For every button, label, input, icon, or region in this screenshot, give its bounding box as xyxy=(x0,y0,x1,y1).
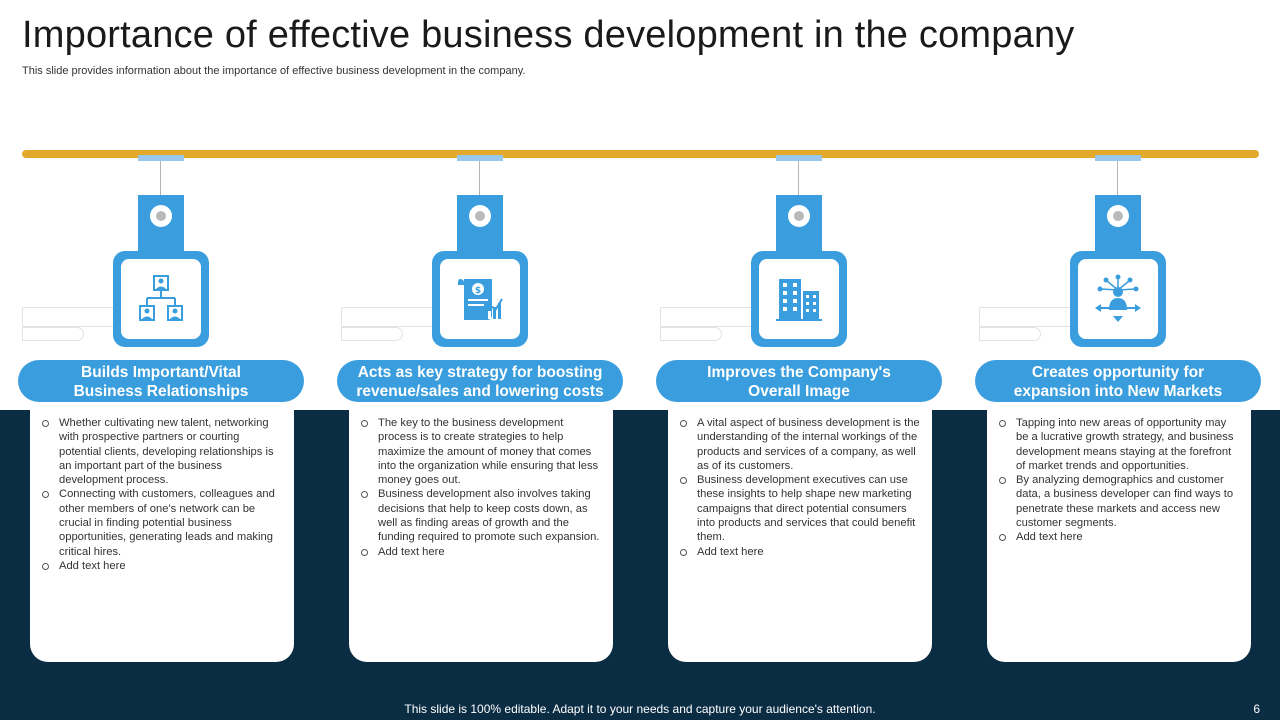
hang-tag xyxy=(1095,195,1141,257)
hanger-string xyxy=(160,161,161,215)
bullet-item: Add text here xyxy=(361,545,601,559)
bullet-item: Business development also involves takin… xyxy=(361,487,601,544)
tag-hole xyxy=(788,205,810,227)
hanger-tab xyxy=(138,155,184,161)
content-card: Whether cultivating new talent, networki… xyxy=(30,380,294,662)
bullet-item: A vital aspect of business development i… xyxy=(680,416,920,473)
tag-hole xyxy=(150,205,172,227)
content-card: A vital aspect of business development i… xyxy=(668,380,932,662)
column-heading: Creates opportunity for expansion into N… xyxy=(975,360,1261,402)
bullet-list: A vital aspect of business development i… xyxy=(680,416,920,559)
hanger-string xyxy=(798,161,799,215)
decorative-outline xyxy=(979,307,1079,327)
office-building-icon xyxy=(776,279,822,321)
column-heading: Builds Important/Vital Business Relation… xyxy=(18,360,304,402)
decorative-outline xyxy=(979,327,1041,341)
bullet-item: The key to the business development proc… xyxy=(361,416,601,487)
column-revenue-strategy: $ The key to the business development pr… xyxy=(337,155,659,665)
bullet-item: Tapping into new areas of opportunity ma… xyxy=(999,416,1239,473)
decorative-outline xyxy=(22,327,84,341)
column-new-markets: Tapping into new areas of opportunity ma… xyxy=(975,155,1280,665)
hanging-rail xyxy=(22,150,1259,158)
bullet-item: Whether cultivating new talent, networki… xyxy=(42,416,282,487)
footer-note: This slide is 100% editable. Adapt it to… xyxy=(404,702,876,716)
content-card: The key to the business development proc… xyxy=(349,380,613,662)
page-number: 6 xyxy=(1253,702,1260,716)
expansion-network-icon xyxy=(1095,274,1141,322)
hang-tag xyxy=(457,195,503,257)
bullet-list: Tapping into new areas of opportunity ma… xyxy=(999,416,1239,545)
icon-frame: $ xyxy=(432,251,528,347)
hanger-tab xyxy=(457,155,503,161)
column-company-image: A vital aspect of business development i… xyxy=(656,155,978,665)
icon-frame xyxy=(113,251,209,347)
bullet-item: Add text here xyxy=(42,559,282,573)
hanger-tab xyxy=(1095,155,1141,161)
revenue-document-icon: $ xyxy=(458,279,503,320)
content-card: Tapping into new areas of opportunity ma… xyxy=(987,380,1251,662)
bullet-item: Add text here xyxy=(999,530,1239,544)
icon-frame xyxy=(751,251,847,347)
column-heading: Improves the Company's Overall Image xyxy=(656,360,942,402)
svg-text:$: $ xyxy=(475,286,481,296)
bullet-list: Whether cultivating new talent, networki… xyxy=(42,416,282,573)
bullet-item: Add text here xyxy=(680,545,920,559)
hang-tag xyxy=(138,195,184,257)
org-chart-icon xyxy=(139,275,183,321)
bullet-list: The key to the business development proc… xyxy=(361,416,601,559)
column-relationships: Whether cultivating new talent, networki… xyxy=(18,155,340,665)
hanger-tab xyxy=(776,155,822,161)
slide-subtitle: This slide provides information about th… xyxy=(22,65,526,77)
bullet-item: Connecting with customers, colleagues an… xyxy=(42,487,282,558)
hanger-string xyxy=(479,161,480,215)
hang-tag xyxy=(776,195,822,257)
decorative-outline xyxy=(660,307,760,327)
icon-frame xyxy=(1070,251,1166,347)
decorative-outline xyxy=(341,327,403,341)
bullet-item: By analyzing demographics and customer d… xyxy=(999,473,1239,530)
decorative-outline xyxy=(22,307,122,327)
decorative-outline xyxy=(660,327,722,341)
hanger-string xyxy=(1117,161,1118,215)
bullet-item: Business development executives can use … xyxy=(680,473,920,544)
decorative-outline xyxy=(341,307,441,327)
tag-hole xyxy=(1107,205,1129,227)
column-heading: Acts as key strategy for boosting revenu… xyxy=(337,360,623,402)
tag-hole xyxy=(469,205,491,227)
slide-title: Importance of effective business develop… xyxy=(22,14,1075,56)
